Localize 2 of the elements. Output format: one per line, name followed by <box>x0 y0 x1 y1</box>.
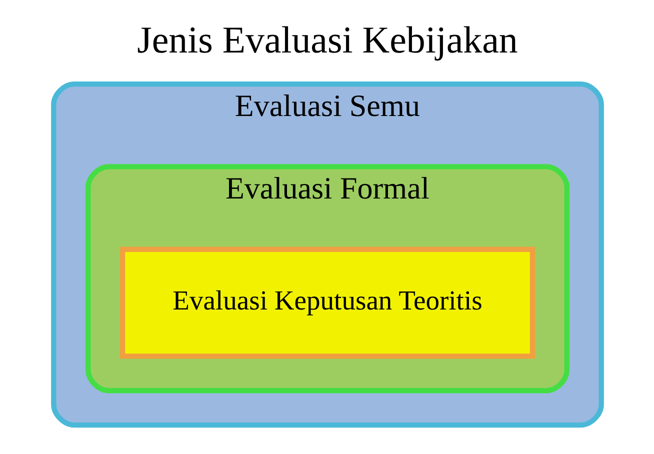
node-box: Evaluasi Keputusan Teoritis <box>119 246 535 359</box>
diagram-title: Jenis Evaluasi Kebijakan <box>136 19 518 62</box>
